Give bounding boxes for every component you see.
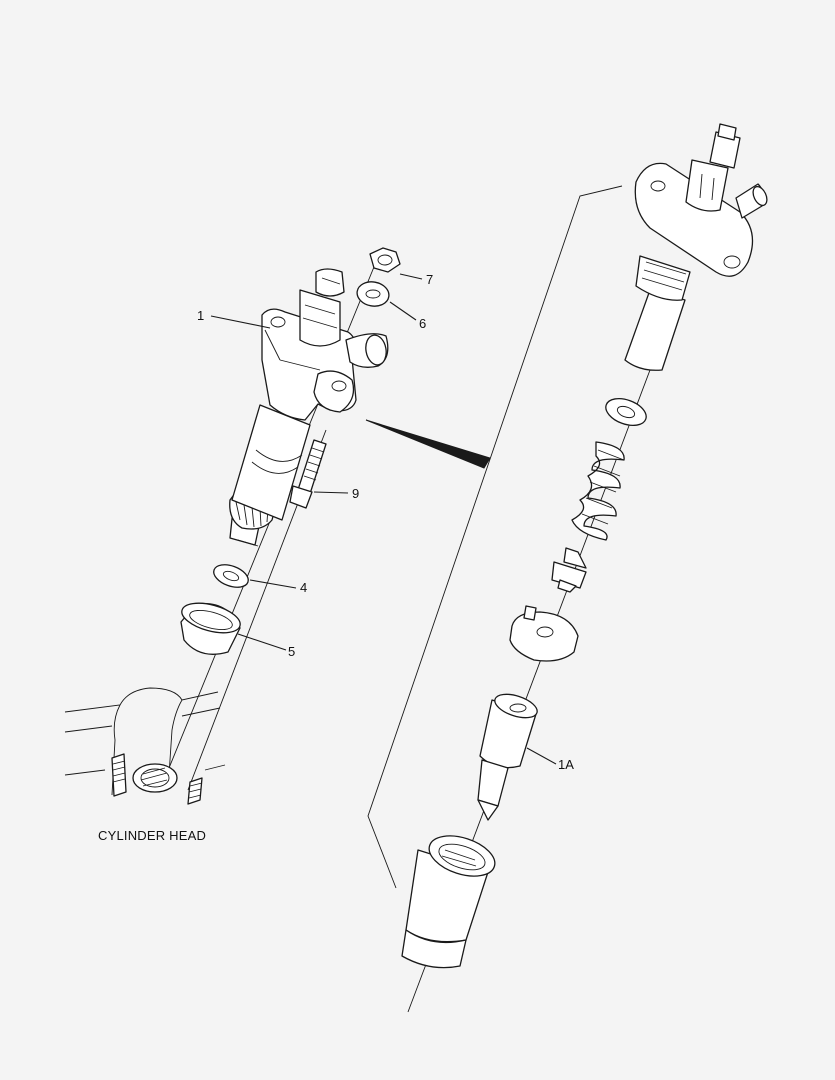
callout-6: 6 <box>419 316 426 331</box>
detail-nozzle-nut <box>401 835 496 969</box>
injector-assembly <box>229 268 389 547</box>
leader-9 <box>313 491 349 494</box>
caption-cylinder-head: CYLINDER HEAD <box>98 828 206 843</box>
sleeve-ring <box>180 602 241 655</box>
callout-1a: 1A <box>558 757 574 772</box>
detail-bracket-line <box>367 185 623 889</box>
leader-1a <box>526 747 557 765</box>
callout-9: 9 <box>352 486 359 501</box>
callout-7: 7 <box>426 272 433 287</box>
injector-detail-body <box>624 123 768 371</box>
callout-1: 1 <box>197 308 204 323</box>
leader-4 <box>249 579 297 589</box>
leader-1 <box>210 315 271 329</box>
detail-spindle <box>551 547 587 593</box>
leader-7 <box>399 273 423 280</box>
seal-washer <box>356 281 390 307</box>
detail-shim <box>605 397 647 427</box>
detail-pointer <box>365 419 491 469</box>
washer-small <box>213 564 249 588</box>
hex-nut <box>369 247 401 273</box>
callout-4: 4 <box>300 580 307 595</box>
stud <box>289 439 327 509</box>
detail-intermediate-plate <box>509 605 579 662</box>
detail-nozzle <box>477 693 538 821</box>
detail-spring <box>571 441 625 541</box>
callout-5: 5 <box>288 644 295 659</box>
leader-5 <box>237 633 287 651</box>
leader-6 <box>389 301 417 321</box>
cylinder-head <box>64 687 226 805</box>
